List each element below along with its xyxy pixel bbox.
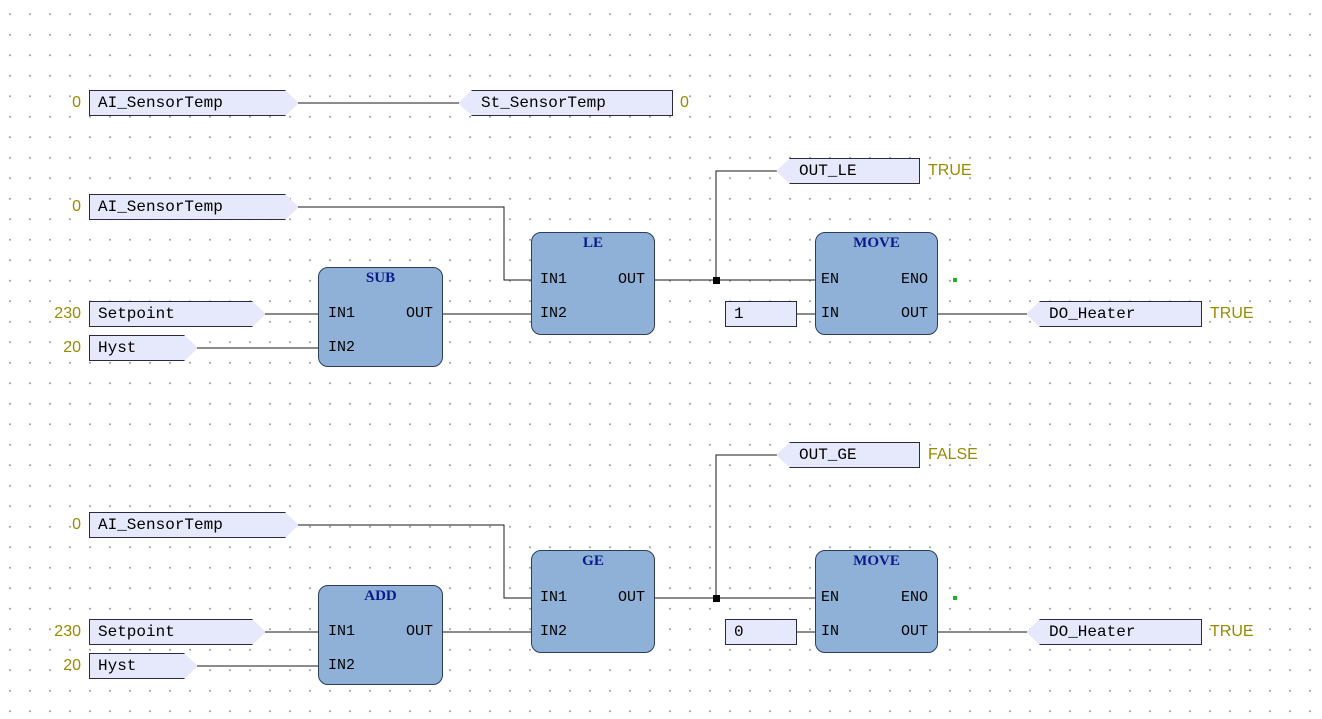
input-variable-setpoint[interactable]: Setpoint [89,301,266,327]
junction-dot [713,595,720,602]
hyst-value: 20 [63,339,81,356]
input-variable-hyst[interactable]: Hyst [89,335,198,361]
block-title: GE [582,553,604,569]
block-title: ADD [364,588,397,604]
eno-marker [953,278,957,282]
block-title: SUB [365,270,396,286]
do-heater-value: TRUE [1210,305,1254,322]
out-le-value: TRUE [928,162,972,179]
hyst-value: 20 [63,657,81,674]
pin-in1: IN1 [328,623,356,640]
block-title: LE [582,235,603,251]
add-block[interactable]: ADD IN1 OUT IN2 [318,585,443,685]
eno-marker [953,596,957,600]
pin-en: EN [821,271,840,288]
constant-input[interactable]: 0 [725,619,797,645]
output-value: 0 [680,94,689,111]
pin-in2: IN2 [328,657,356,674]
move-block[interactable]: MOVE EN ENO IN OUT [815,232,938,335]
pin-in2: IN2 [328,339,356,356]
sensor-value: 0 [72,198,81,215]
pin-in1: IN1 [540,589,568,606]
setpoint-value: 230 [54,623,81,640]
do-heater-value: TRUE [1210,623,1254,640]
pin-out: OUT [617,589,645,606]
junction-dot [713,277,720,284]
input-variable-ai-sensortemp[interactable]: AI_SensorTemp [89,512,299,538]
pin-eno: ENO [900,271,928,288]
setpoint-value: 230 [54,305,81,322]
pin-out: OUT [405,623,433,640]
block-title: MOVE [853,235,900,251]
input-variable-hyst[interactable]: Hyst [89,653,198,679]
constant-input[interactable]: 1 [725,301,797,327]
input-variable-setpoint[interactable]: Setpoint [89,619,266,645]
output-variable-st-sensortemp[interactable]: St_SensorTemp [458,90,673,116]
pin-in1: IN1 [328,305,356,322]
ge-block[interactable]: GE IN1 OUT IN2 [531,550,655,653]
pin-eno: ENO [900,589,928,606]
output-variable-out-ge[interactable]: OUT_GE [776,442,920,468]
pin-in: IN [821,305,840,322]
pin-out: OUT [405,305,433,322]
pin-out: OUT [900,305,928,322]
output-variable-do-heater[interactable]: DO_Heater [1026,301,1202,327]
le-block[interactable]: LE IN1 OUT IN2 [531,232,655,335]
sensor-value: 0 [72,94,81,111]
output-variable-out-le[interactable]: OUT_LE [776,158,920,184]
output-variable-do-heater[interactable]: DO_Heater [1026,619,1202,645]
out-ge-value: FALSE [928,446,978,463]
pin-out: OUT [900,623,928,640]
sensor-value: 0 [72,516,81,533]
move-block[interactable]: MOVE EN ENO IN OUT [815,550,938,653]
block-title: MOVE [853,553,900,569]
pin-en: EN [821,589,840,606]
pin-in2: IN2 [540,305,568,322]
input-variable-ai-sensortemp[interactable]: AI_SensorTemp [89,90,299,116]
pin-in1: IN1 [540,271,568,288]
pin-in: IN [821,623,840,640]
pin-out: OUT [617,271,645,288]
input-variable-ai-sensortemp[interactable]: AI_SensorTemp [89,194,299,220]
sub-block[interactable]: SUB IN1 OUT IN2 [318,267,443,367]
pin-in2: IN2 [540,623,568,640]
